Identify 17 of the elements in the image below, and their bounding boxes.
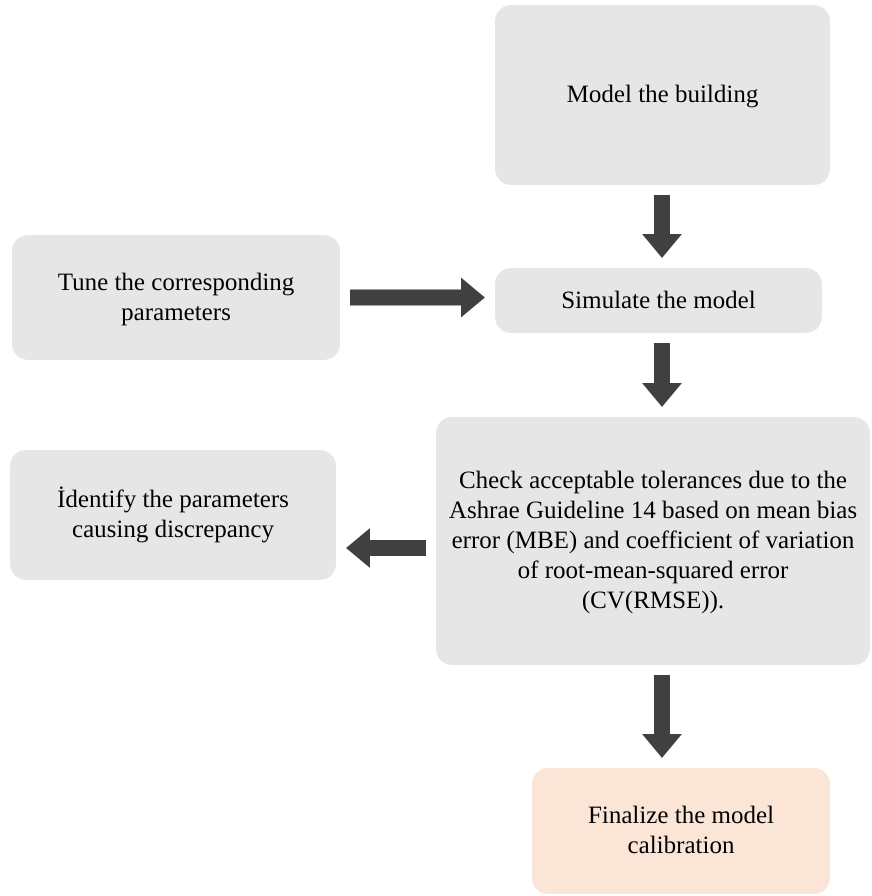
- box-text: Check acceptable tolerances due to the Ashrae Guideline 14 based on mean bias error (MBE) and coefficient of variation of root-mean-squared error (CV(RMSE)).: [448, 466, 858, 616]
- process-box: [10, 450, 336, 580]
- box-text: Finalize the model calibration: [586, 801, 776, 861]
- process-box: [495, 268, 822, 333]
- block-arrow: [642, 675, 682, 758]
- box-text: Simulate the model: [561, 286, 756, 316]
- block-arrow: [642, 195, 682, 258]
- box-text: Model the building: [566, 80, 758, 110]
- box-text: Tune the corresponding parameters: [56, 268, 296, 328]
- process-box: [532, 768, 830, 894]
- block-arrow: [642, 343, 682, 407]
- process-box: [436, 417, 870, 665]
- block-arrow: [350, 278, 485, 318]
- process-box: [12, 235, 340, 360]
- block-arrow: [346, 528, 426, 568]
- box-text: İdentify the parameters causing discrepancy: [56, 485, 290, 545]
- process-box: [495, 5, 830, 185]
